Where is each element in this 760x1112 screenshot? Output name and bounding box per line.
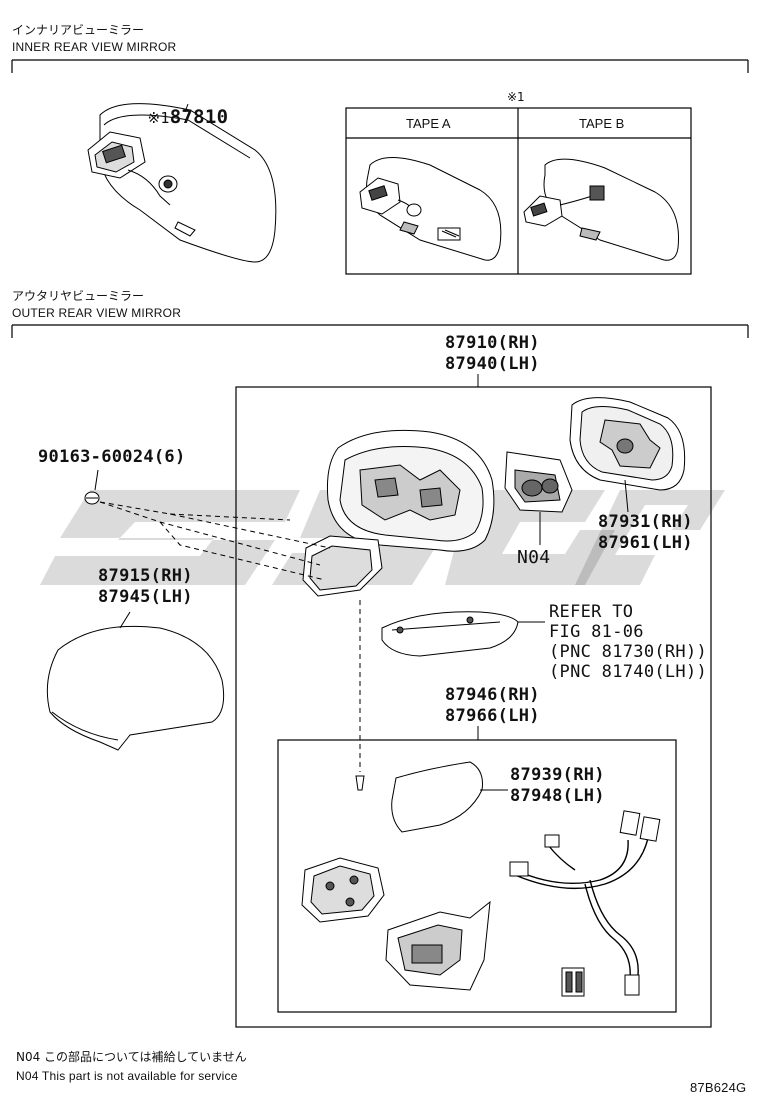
turn-lamp-drawing <box>381 611 519 657</box>
glass-rh: 87931(RH) <box>598 512 693 532</box>
wire-harness-drawing <box>514 837 649 979</box>
lamp-lh: 87948(LH) <box>510 786 605 806</box>
screw-part-number: 90163-60024(6) <box>38 447 186 467</box>
outer-mirror-title-jp: アウタリヤビューミラー <box>12 289 145 303</box>
connectors-drawing <box>509 810 661 997</box>
outer-mirror-title-en: OUTER REAR VIEW MIRROR <box>12 306 182 320</box>
inner-mirror-drawing <box>87 103 277 263</box>
retractor-unit-drawing <box>385 900 491 991</box>
figure-code: 87B624G <box>690 1080 747 1095</box>
mirror-glass-drawing <box>569 397 686 491</box>
glass-lh: 87961(LH) <box>598 533 693 553</box>
mirror-base-drawing <box>301 857 385 923</box>
section-divider-lines <box>11 59 749 338</box>
cover-rh: 87915(RH) <box>98 566 193 586</box>
mirror-cover-drawing <box>46 625 225 751</box>
inner-mirror-part-number: ※187810 <box>124 84 228 128</box>
footnote-en: N04 This part is not available for servi… <box>16 1069 238 1083</box>
side-lamp-drawing <box>391 761 483 833</box>
mirror-housing-drawing <box>302 429 495 597</box>
tape-a-label: TAPE A <box>406 116 451 131</box>
tape-detail-box <box>345 107 692 275</box>
sub-assembly-box <box>277 739 677 1013</box>
lamp-rh: 87939(RH) <box>510 765 605 785</box>
tape-b-label: TAPE B <box>579 116 625 131</box>
inner-mirror-title-en: INNER REAR VIEW MIRROR <box>12 40 177 54</box>
dashed-leader-lines <box>99 501 361 772</box>
refer-line-1: REFER TO <box>549 602 634 622</box>
mirror-motor-drawing <box>504 451 573 513</box>
tape-b-mirror-drawing <box>523 158 680 261</box>
mirror-assy-lh: 87940(LH) <box>445 354 540 374</box>
inner-mirror-part-no: 87810 <box>169 106 229 128</box>
assembly-box <box>235 386 712 1028</box>
refer-line-2: FIG 81-06 <box>549 622 644 642</box>
service-mark: ※1 <box>147 109 170 127</box>
cover-lh: 87945(LH) <box>98 587 193 607</box>
inner-mirror-title-jp: インナリアビューミラー <box>12 23 145 37</box>
footnote-jp: N04 この部品については補給していません <box>16 1050 247 1064</box>
sub-assy-lh: 87966(LH) <box>445 706 540 726</box>
sub-assy-rh: 87946(RH) <box>445 685 540 705</box>
tape-service-mark: ※1 <box>507 90 525 104</box>
refer-line-3: (PNC 81730(RH)) <box>549 642 708 662</box>
tape-a-mirror-drawing <box>359 157 502 261</box>
refer-line-4: (PNC 81740(LH)) <box>549 662 708 682</box>
screw-drawing <box>84 491 100 505</box>
mirror-assy-rh: 87910(RH) <box>445 333 540 353</box>
small-screw-drawing <box>355 775 365 791</box>
n04-marker: N04 <box>517 547 551 568</box>
